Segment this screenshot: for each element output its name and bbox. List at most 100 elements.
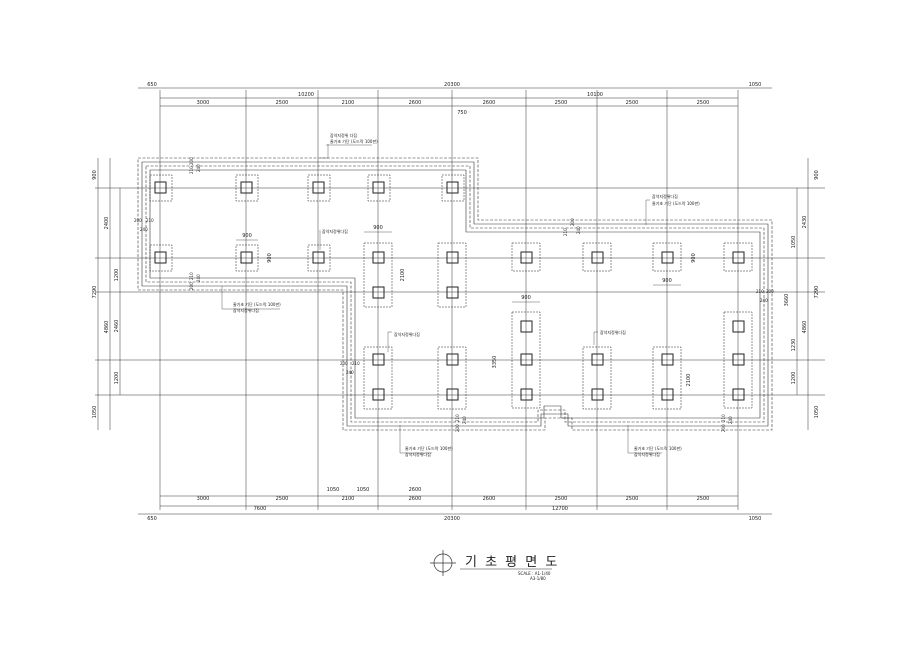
dim-left-outer: 7290 [92,286,98,299]
scale-label: SCALE : A1-1/40 [518,571,551,576]
title-block: 기 초 평 면 도 SCALE : A1-1/40 A3-1/80 [430,550,559,581]
note-compaction: 잡석지정위다짐 [600,329,626,335]
wall-dim: 240 [140,227,148,232]
note-compaction: 잡석지정위다짐 [405,451,431,457]
dim-col-900-v: 900 [691,253,697,263]
north-symbol-icon [430,550,456,576]
dim-top-bay: 2600 [409,100,422,106]
dim-right-outer: 900 [814,170,820,180]
dim-left-outer: 1050 [92,406,98,419]
dim-left-inner: 2400 [104,217,110,230]
note-compaction: 잡석지정위다짐 [652,193,678,199]
dim-right-row: 1230 [791,339,797,352]
dim-bottom-sub: 1050 [357,487,370,493]
dim-right-inner: 4860 [802,321,808,334]
dim-col-2100: 2100 [686,374,692,387]
dim-bottom-half-right: 12700 [552,506,568,512]
column-callouts [236,231,681,303]
dim-top-bay: 2500 [276,100,289,106]
wall-dim: 210 [563,228,568,236]
dim-top-bay: 2100 [342,100,355,106]
wall-thickness-labels: 200 210 240 200 210 240 200 210 240 200 … [134,157,774,432]
note-compaction: 잡석지정위다짐 [322,228,348,234]
top-dimensions: 650 20300 1050 10200 10100 3000 2500 210… [147,82,761,116]
foundation-wall-inner [141,161,769,427]
bottom-dimensions: 1050 1050 2600 3000 2500 2100 2600 2600 … [147,487,761,522]
dim-top-step: 750 [457,110,467,116]
dim-bottom-bay: 2500 [555,496,568,502]
dim-right-row: 1050 [791,236,797,249]
wall-dim: 200 [766,289,774,294]
wall-dim: 210 [146,218,154,223]
dim-bottom-bay: 2500 [697,496,710,502]
dimension-lines [97,87,809,515]
wall-dim: 210 [756,289,764,294]
dim-bottom-half-left: 7600 [254,506,267,512]
wall-dim: 200 [189,282,194,290]
dim-col-2100: 2100 [400,269,406,282]
note-stylobate: 줄기초 기단 (도드락 100판) [634,445,682,451]
wall-dim: 200 [721,424,726,432]
dim-left-inner: 4860 [104,321,110,334]
note-compaction: 잡석지정위 다짐 [330,132,357,138]
dim-right-row: 1200 [791,372,797,385]
dim-right-inner: 2430 [802,216,808,229]
grid-lines [95,90,825,510]
dim-col-900: 900 [662,278,672,284]
note-stylobate: 줄기초 기단 (도드락 100판) [233,301,281,307]
dim-bottom-overall: 20300 [444,516,460,522]
wall-dim: 240 [196,164,201,172]
wall-dim: 240 [728,416,733,424]
scale-label-alt: A3-1/80 [530,576,546,581]
wall-dim: 200 [455,424,460,432]
dim-col-3350: 3350 [492,356,498,369]
dim-bottom-right: 1050 [749,516,762,522]
dim-top-right: 1050 [749,82,762,88]
dim-bottom-bay: 2500 [276,496,289,502]
wall-dim: 200 [134,218,142,223]
wall-dim: 240 [760,298,768,303]
wall-dim: 210 [352,361,360,366]
note-compaction: 잡석지정위다짐 [233,307,259,313]
dim-col-900: 900 [242,233,252,239]
wall-dim: 210 [721,414,726,422]
dim-top-bay: 2500 [555,100,568,106]
dim-top-left: 650 [147,82,157,88]
dim-top-bay: 2500 [626,100,639,106]
dim-bottom-sub: 2600 [409,487,422,493]
dim-col-900-v: 900 [267,253,273,263]
dim-top-bay: 3000 [197,100,210,106]
dim-left-outer: 900 [92,170,98,180]
wall-dim: 240 [462,416,467,424]
dim-top-bay: 2600 [483,100,496,106]
dim-bottom-bay: 3000 [197,496,210,502]
dim-col-900: 900 [373,225,383,231]
note-compaction: 잡석지정위다짐 [394,331,420,337]
dim-bottom-bay: 2600 [483,496,496,502]
dim-col-900: 900 [521,295,531,301]
dim-bottom-bay: 2500 [626,496,639,502]
wall-dim: 200 [570,218,575,226]
wall-dim: 200 [189,157,194,165]
dim-right-outer: 7290 [814,286,820,299]
dim-left-row: 2460 [114,320,120,333]
dim-top-bay: 2500 [697,100,710,106]
dim-bottom-bay: 2600 [409,496,422,502]
dim-left-row: 1200 [114,269,120,282]
wall-dim: 240 [576,226,581,234]
annotation-notes: 잡석지정위 다짐 줄기초 기단 (도드락 100판) 잡석지정위다짐 줄기초 기… [233,132,700,457]
note-stylobate: 줄기초 기단 (도드락 100판) [330,138,378,144]
wall-dim: 210 [189,272,194,280]
dim-bottom-sub: 1050 [327,487,340,493]
column-callout-labels: 900 900 900 900 900 900 2100 2100 3350 [242,225,697,386]
wall-dim: 240 [346,370,354,375]
note-stylobate: 줄기초 기단 (도드락 100판) [652,200,700,206]
note-compaction: 잡석지정위다짐 [634,451,660,457]
dim-left-row: 1200 [114,372,120,385]
dim-top-half-right: 10100 [587,92,603,98]
left-dimensions: 900 7290 1050 2400 4860 1200 2460 1200 [92,170,120,418]
dim-bottom-bay: 2100 [342,496,355,502]
column-pads [149,174,753,410]
drawing-title: 기 초 평 면 도 [465,555,559,570]
